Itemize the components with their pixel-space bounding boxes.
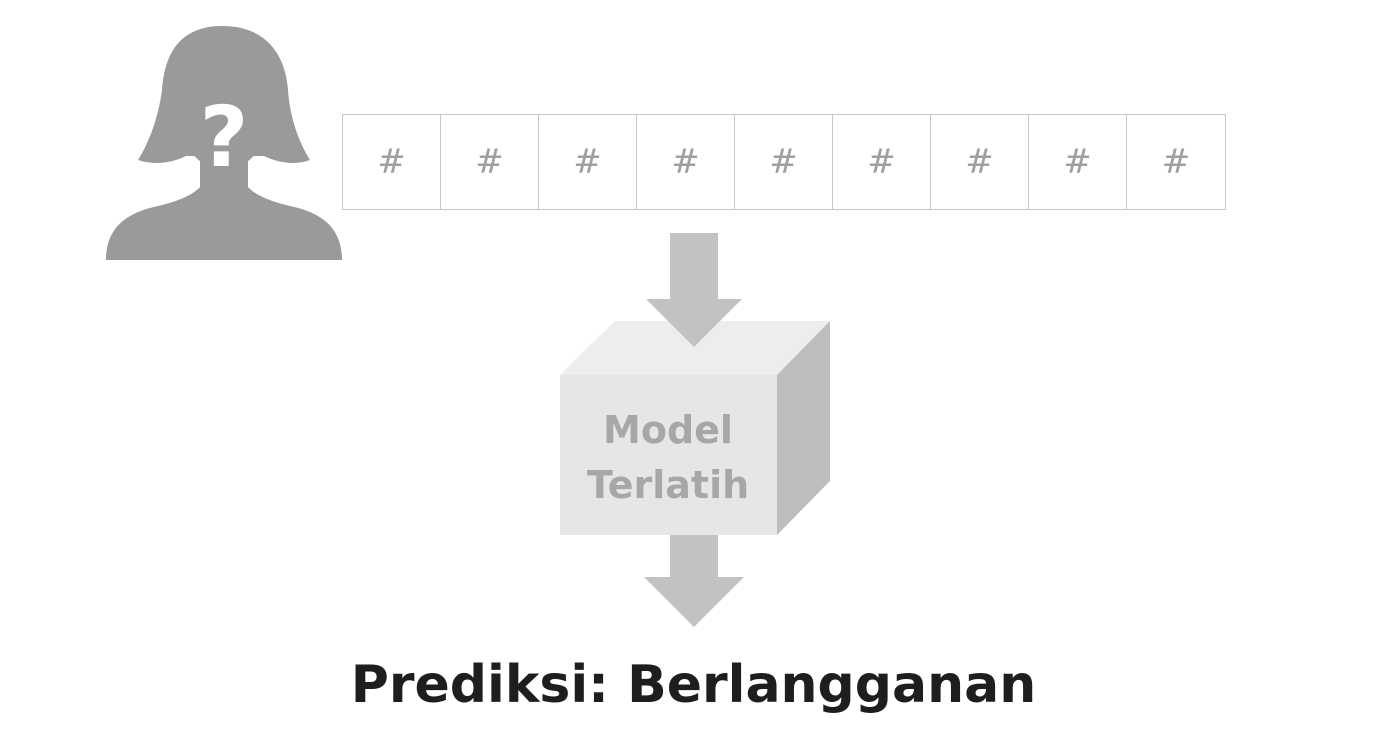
model-label-line1: Model [603,408,733,452]
unknown-person-icon: ? [106,26,342,260]
model-box-top [560,321,830,375]
feature-cell: # [343,115,441,209]
arrow-down-output-icon [644,535,744,627]
arrow-down-icon [646,233,742,347]
feature-cell: # [833,115,931,209]
model-box-label: Model Terlatih [560,403,776,513]
model-box-front [560,375,777,535]
feature-cell: # [1161,142,1191,182]
model-flow [540,225,850,635]
feature-cell: # [1029,115,1127,209]
unknown-person: ? [100,20,350,265]
question-mark-icon: ? [200,88,249,186]
model-box-side [777,321,830,535]
feature-cell: # [637,115,735,209]
body-shape [106,182,342,260]
feature-cell: # [931,115,1029,209]
model-label-line2: Terlatih [586,463,750,507]
feature-vector: # # # # # # # # # [342,114,1226,210]
prediction-result: Prediksi: Berlangganan [350,655,1037,715]
feature-cell: # [539,115,637,209]
head-shape [178,50,270,170]
model-flow-graphic [560,233,830,627]
feature-cell: # [735,115,833,209]
feature-cell: # [441,115,539,209]
